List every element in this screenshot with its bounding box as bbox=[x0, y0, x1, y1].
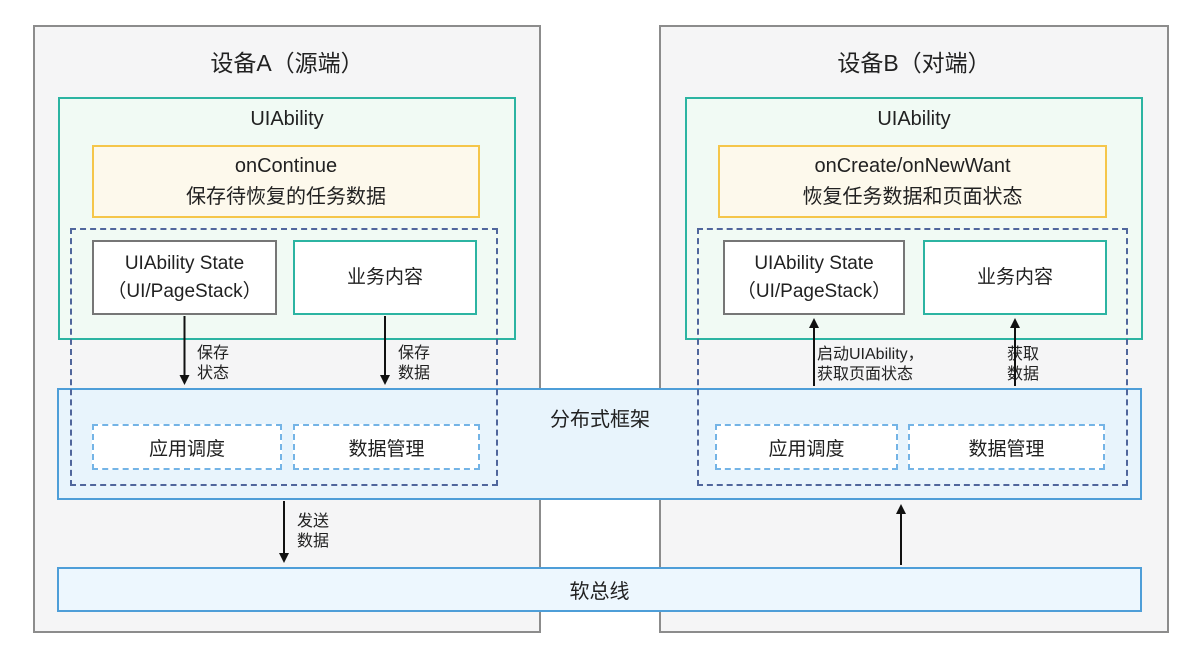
device-a-business-box: 业务内容 bbox=[293, 240, 477, 315]
oncreate-callback-desc: 恢复任务数据和页面状态 bbox=[802, 185, 1023, 208]
label-line: 获取页面状态 bbox=[817, 366, 914, 383]
state-box-line1: UIAbility State bbox=[124, 252, 245, 274]
softbus-label: 软总线 bbox=[569, 581, 630, 603]
business-box-label: 业务内容 bbox=[976, 266, 1053, 288]
module-label: 数据管理 bbox=[968, 438, 1045, 460]
state-box-line2: （UI/PageStack） bbox=[736, 280, 892, 302]
label-line: 数据 bbox=[297, 533, 330, 550]
device-a-data-management-module: 数据管理 bbox=[293, 424, 480, 470]
label-line: 状态 bbox=[197, 365, 230, 382]
device-b-uiability-state-box: UIAbility State （UI/PageStack） bbox=[723, 240, 905, 315]
device-b-oncreate-box: onCreate/onNewWant 恢复任务数据和页面状态 bbox=[718, 145, 1107, 218]
oncreate-callback-name: onCreate/onNewWant bbox=[814, 154, 1011, 177]
label-line: 数据 bbox=[398, 365, 431, 382]
label-line: 发送 bbox=[297, 513, 330, 530]
distributed-framework-label: 分布式框架 bbox=[550, 409, 650, 431]
device-b-data-management-module: 数据管理 bbox=[908, 424, 1105, 470]
oncontinue-callback-desc: 保存待恢复的任务数据 bbox=[186, 185, 386, 208]
softbus-bar: 软总线 bbox=[57, 567, 1142, 612]
device-b-uiability-label: UIAbility bbox=[877, 108, 951, 130]
start-uiability-arrow-label: 启动UIAbility， 获取页面状态 bbox=[817, 345, 924, 385]
module-label: 数据管理 bbox=[348, 438, 425, 460]
device-a-oncontinue-box: onContinue 保存待恢复的任务数据 bbox=[92, 145, 480, 218]
device-b-app-scheduling-module: 应用调度 bbox=[715, 424, 898, 470]
get-data-arrow-label: 获取 数据 bbox=[1007, 345, 1039, 385]
state-box-line1: UIAbility State bbox=[754, 252, 874, 274]
module-label: 应用调度 bbox=[148, 438, 225, 460]
module-label: 应用调度 bbox=[768, 438, 845, 460]
save-data-arrow-label: 保存 数据 bbox=[398, 344, 430, 384]
device-a-uiability-label: UIAbility bbox=[250, 108, 324, 130]
device-a-uiability-state-box: UIAbility State （UI/PageStack） bbox=[92, 240, 277, 315]
business-box-label: 业务内容 bbox=[346, 266, 423, 288]
label-line: 获取 bbox=[1007, 346, 1040, 363]
label-line: 保存 bbox=[398, 345, 431, 362]
save-state-arrow-label: 保存 状态 bbox=[197, 344, 229, 384]
device-b-title: 设备B（对端） bbox=[837, 50, 991, 76]
device-b-business-box: 业务内容 bbox=[923, 240, 1107, 315]
label-line: 启动UIAbility， bbox=[817, 346, 924, 363]
device-a-app-scheduling-module: 应用调度 bbox=[92, 424, 282, 470]
label-line: 保存 bbox=[197, 345, 230, 362]
label-line: 数据 bbox=[1007, 366, 1040, 383]
device-b-migration-scope-dashed-box bbox=[697, 228, 1128, 486]
send-data-arrow-label: 发送 数据 bbox=[297, 512, 329, 552]
oncontinue-callback-name: onContinue bbox=[234, 154, 338, 177]
device-a-migration-scope-dashed-box bbox=[70, 228, 498, 486]
device-a-title: 设备A（源端） bbox=[210, 50, 364, 76]
state-box-line2: （UI/PageStack） bbox=[107, 280, 262, 302]
